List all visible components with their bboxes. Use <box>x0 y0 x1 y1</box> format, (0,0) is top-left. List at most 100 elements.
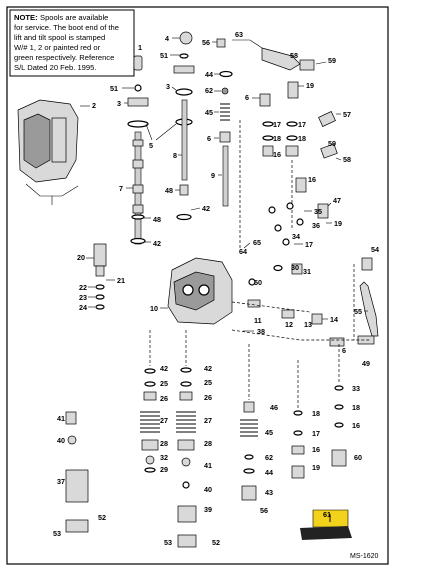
note-line-6: S/L Dated 20 Feb. 1995. <box>14 63 96 72</box>
callout-13: 13 <box>304 320 312 329</box>
callout-48b: 48 <box>165 186 173 195</box>
callout-16a: 16 <box>273 150 281 159</box>
diagram-frame <box>6 6 389 565</box>
callout-31: 31 <box>303 267 311 276</box>
callout-17b: 17 <box>298 120 306 129</box>
callout-28a: 28 <box>160 439 168 448</box>
callout-6b: 6 <box>245 93 249 102</box>
callout-51b: 51 <box>160 51 168 60</box>
callout-21: 21 <box>117 276 125 285</box>
callout-44b: 44 <box>265 468 273 477</box>
service-note: NOTE: Spools are available for service. … <box>9 9 135 77</box>
callout-24: 24 <box>79 303 87 312</box>
callout-51a: 51 <box>110 84 118 93</box>
callout-64: 64 <box>239 247 247 256</box>
left-spool-stack <box>127 55 149 245</box>
callout-56: 56 <box>202 38 210 47</box>
note-line-4: W/# 1, 2 or painted red or <box>14 43 101 52</box>
callout-30: 30 <box>291 263 299 272</box>
valve-body <box>167 257 233 325</box>
figure-code: MS-1620 <box>350 553 379 560</box>
callout-56b: 56 <box>260 506 268 515</box>
callout-48a: 48 <box>153 215 161 224</box>
callout-55: 55 <box>354 307 362 316</box>
callout-34: 34 <box>292 232 300 241</box>
callout-3: 3 <box>117 99 121 108</box>
callout-40a: 40 <box>57 436 65 445</box>
callout-46: 46 <box>270 403 278 412</box>
callout-27a: 27 <box>160 416 168 425</box>
note-line-2: for service. The boot end of the <box>14 23 119 32</box>
callout-33: 33 <box>352 384 360 393</box>
note-line-3: lift and tilt spool is stamped <box>14 33 105 42</box>
callout-20: 20 <box>77 253 85 262</box>
callout-49: 49 <box>362 359 370 368</box>
callout-17c: 17 <box>305 240 313 249</box>
callout-36: 36 <box>312 221 320 230</box>
callout-11: 11 <box>254 316 262 325</box>
decal-61 <box>300 509 352 540</box>
callout-60: 60 <box>354 453 362 462</box>
callout-62a: 62 <box>205 86 213 95</box>
callout-23: 23 <box>79 293 87 302</box>
callout-18d: 18 <box>352 403 360 412</box>
callout-16c: 16 <box>312 445 320 454</box>
callout-58b: 58 <box>343 155 351 164</box>
callout-5: 5 <box>149 141 153 150</box>
callout-6c: 6 <box>342 346 346 355</box>
callout-62b: 62 <box>265 453 273 462</box>
upper-right-fittings <box>259 47 338 159</box>
callout-38: 38 <box>257 327 265 336</box>
callout-63: 63 <box>235 30 243 39</box>
callout-42c: 42 <box>160 364 168 373</box>
callout-47: 47 <box>333 196 341 205</box>
lower-middle-stack <box>176 367 197 548</box>
callout-59a: 59 <box>328 56 336 65</box>
callout-58a: 58 <box>290 51 298 60</box>
callout-52a: 52 <box>98 513 106 522</box>
callout-45a: 45 <box>205 108 213 117</box>
callout-28b: 28 <box>204 439 212 448</box>
callout-18b: 18 <box>298 134 306 143</box>
lower-right-stack-c <box>331 385 347 467</box>
callout-53b: 53 <box>164 538 172 547</box>
note-box <box>9 9 135 77</box>
callout-42d: 42 <box>204 364 212 373</box>
callout-22: 22 <box>79 283 87 292</box>
callout-54: 54 <box>371 245 379 254</box>
callout-40b: 40 <box>204 485 212 494</box>
callout-19a: 19 <box>306 81 314 90</box>
note-line-1: Spools are available <box>40 13 108 22</box>
callout-59b: 59 <box>328 139 336 148</box>
callout-6a: 6 <box>207 134 211 143</box>
callout-8: 8 <box>173 151 177 160</box>
callout-16b: 16 <box>308 175 316 184</box>
lower-right-stack-a <box>240 401 258 501</box>
callout-39: 39 <box>204 505 212 514</box>
callout-29: 29 <box>160 465 168 474</box>
callout-16d: 16 <box>352 421 360 430</box>
callout-42a: 42 <box>153 239 161 248</box>
callout-65: 65 <box>253 238 261 247</box>
callout-26a: 26 <box>160 394 168 403</box>
callout-18c: 18 <box>312 409 320 418</box>
callout-17a: 17 <box>273 120 281 129</box>
top-right-stack <box>216 38 233 207</box>
callout-52b: 52 <box>212 538 220 547</box>
callout-57: 57 <box>343 110 351 119</box>
callout-53a: 53 <box>53 529 61 538</box>
callout-14: 14 <box>330 315 338 324</box>
callout-41b: 41 <box>204 461 212 470</box>
lower-left-stack <box>65 368 160 533</box>
callout-41a: 41 <box>57 414 65 423</box>
callout-27b: 27 <box>204 416 212 425</box>
callout-18a: 18 <box>273 134 281 143</box>
callout-35: 35 <box>314 207 322 216</box>
right-fittings <box>268 177 379 345</box>
valve-assembly-sketch <box>17 99 79 205</box>
callout-17d: 17 <box>312 429 320 438</box>
note-line-5: green respectively. Reference <box>14 53 114 62</box>
lower-right-stack-b <box>291 410 305 479</box>
callout-32a: 32 <box>160 453 168 462</box>
